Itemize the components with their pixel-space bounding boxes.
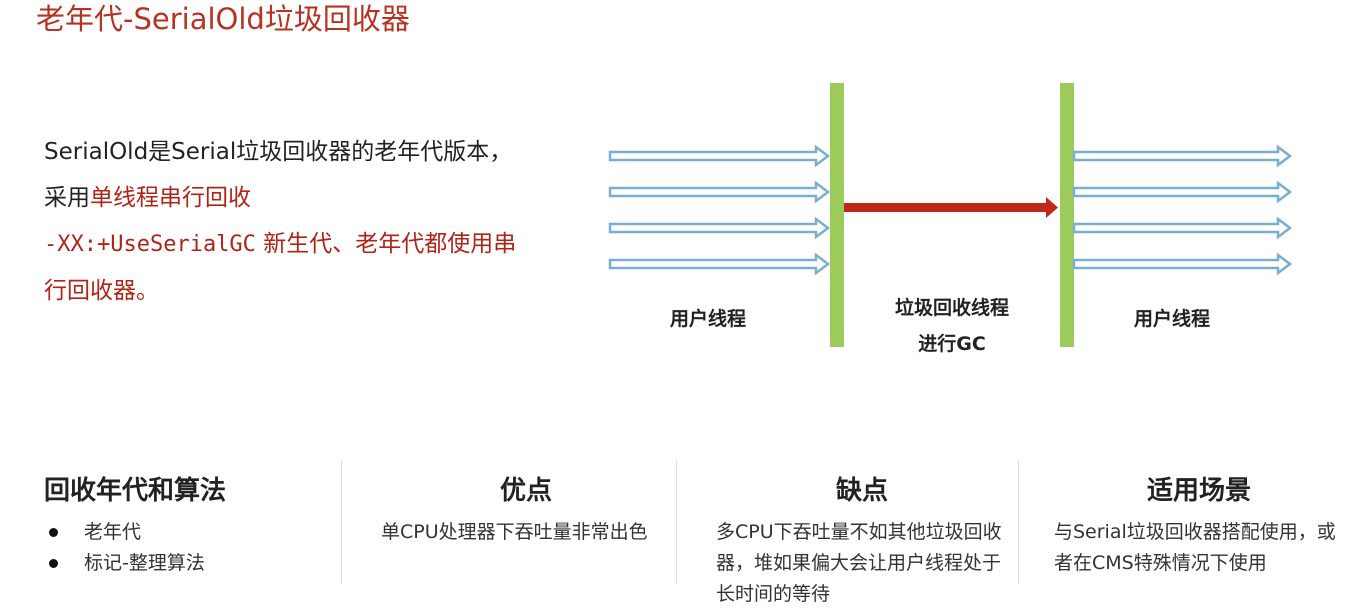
list-item: 标记-整理算法 [44,548,334,579]
column-scenario: 适用场景 与Serial垃圾回收器搭配使用，或者在CMS特殊情况下使用 [1054,470,1346,584]
user-thread-arrows-left [608,144,831,276]
column-cons: 缺点 多CPU下吞吐量不如其他垃圾回收器，堆如果偏大会让用户线程处于长时间的等待 [716,470,1008,605]
cons-text: 多CPU下吞吐量不如其他垃圾回收器，堆如果偏大会让用户线程处于长时间的等待 [716,521,1002,605]
stop-barrier-left [830,83,844,347]
jvm-flag: -XX:+UseSerialGC [44,232,256,257]
list-item: 老年代 [44,517,334,548]
gc-thread-label-line2: 进行GC [918,333,986,355]
description-highlight: 单线程串行回收 [90,185,251,211]
scenario-text: 与Serial垃圾回收器搭配使用，或者在CMS特殊情况下使用 [1054,521,1336,574]
description-text-2: 新生代、老年代都使用串行回收器。 [44,231,517,304]
user-thread-arrow [1072,252,1293,276]
user-thread-label-left: 用户线程 [670,308,747,330]
gc-diagram-svg [608,83,1293,347]
user-thread-arrow [1072,216,1293,240]
bullet-icon [49,528,58,537]
gc-thread-label-line1: 垃圾回收线程 [894,297,1009,319]
column-heading: 优点 [499,476,552,506]
user-thread-arrow [608,252,831,276]
gc-thread-arrow [844,197,1058,218]
column-divider [1018,460,1019,584]
column-pros: 优点 单CPU处理器下吞吐量非常出色 [381,470,651,584]
column-heading: 回收年代和算法 [44,476,227,506]
algorithm-list: 老年代 标记-整理算法 [44,517,334,579]
stop-barrier-right [1060,83,1074,347]
user-thread-arrows-right [1072,144,1293,276]
pros-text: 单CPU处理器下吞吐量非常出色 [381,521,648,543]
bullet-icon [49,559,58,568]
column-algorithm: 回收年代和算法 老年代 标记-整理算法 [44,470,334,584]
user-thread-arrow [1072,180,1293,204]
page-title: 老年代-SerialOld垃圾回收器 [36,2,410,36]
column-divider [341,460,342,584]
user-thread-label-right: 用户线程 [1134,308,1211,330]
description: SerialOld是Serial垃圾回收器的老年代版本，采用单线程串行回收 -X… [44,129,524,314]
column-heading: 适用场景 [1146,476,1251,506]
user-thread-arrow [608,144,831,168]
user-thread-arrow [608,180,831,204]
column-heading: 缺点 [835,476,888,506]
column-divider [676,460,677,584]
user-thread-arrow [608,216,831,240]
user-thread-arrow [1072,144,1293,168]
description-text: SerialOld是Serial垃圾回收器的老年代版本，采用 [44,139,513,211]
gc-thread-label: 垃圾回收线程 进行GC [882,290,1022,362]
